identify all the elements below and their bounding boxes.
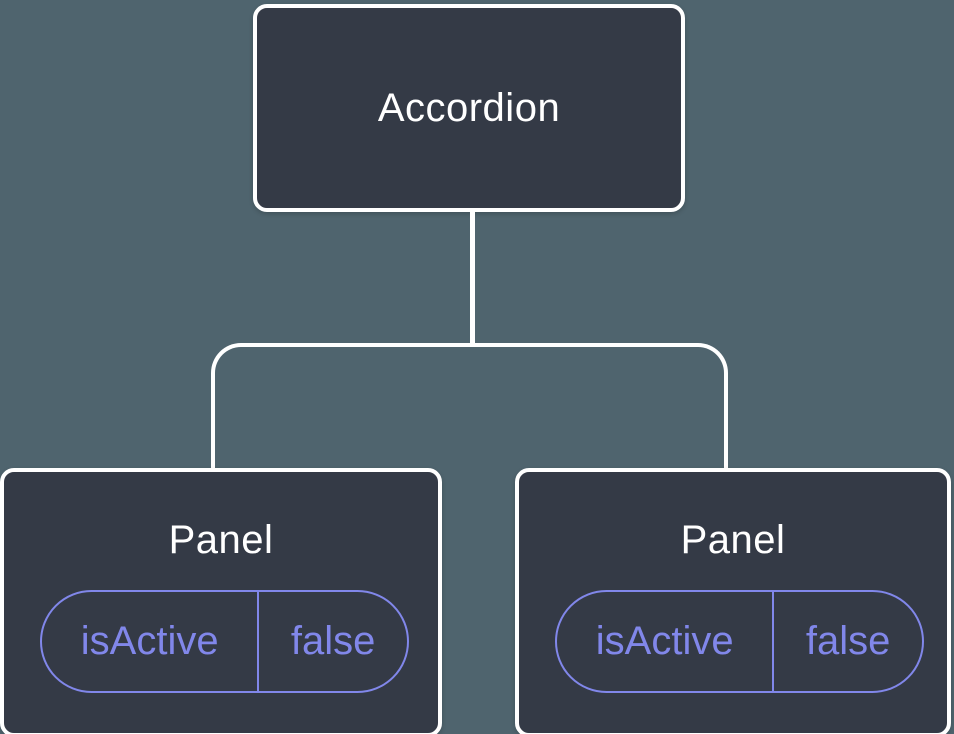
component-node-panel-right: Panel isActive false <box>515 468 951 734</box>
component-node-accordion: Accordion <box>253 4 685 212</box>
connector-branches <box>211 343 728 473</box>
state-name: isActive <box>42 592 260 691</box>
panel-right-label: Panel <box>680 518 786 562</box>
panel-left-label: Panel <box>168 518 274 562</box>
panel-right-state-pill: isActive false <box>555 590 924 693</box>
state-name: isActive <box>557 592 775 691</box>
accordion-node-label: Accordion <box>377 85 561 130</box>
component-node-panel-left: Panel isActive false <box>0 468 442 734</box>
state-value: false <box>290 619 376 663</box>
panel-left-state-pill: isActive false <box>40 590 409 693</box>
connector-stem <box>470 212 475 347</box>
state-value: false <box>805 619 891 663</box>
